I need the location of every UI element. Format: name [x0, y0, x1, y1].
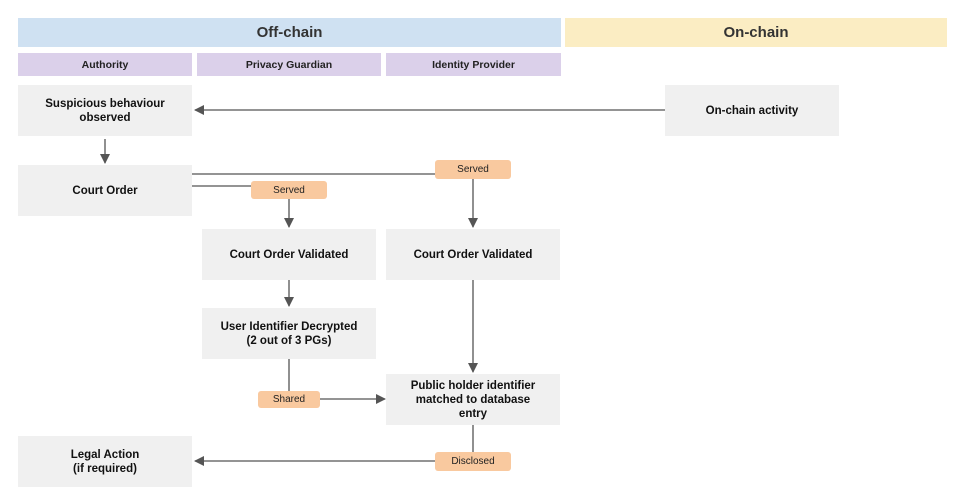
node-pg-court-order-validated: Court Order Validated [202, 229, 376, 280]
role-identity-provider: Identity Provider [386, 53, 561, 76]
tag-disclosed: Disclosed [435, 452, 511, 471]
offchain-lane-header: Off-chain [18, 18, 561, 47]
role-privacy-guardian: Privacy Guardian [197, 53, 381, 76]
node-idp-court-order-validated: Court Order Validated [386, 229, 560, 280]
node-public-holder-identifier: Public holder identifier matched to data… [386, 374, 560, 425]
onchain-lane-header: On-chain [565, 18, 947, 47]
node-suspicious-behaviour: Suspicious behaviour observed [18, 85, 192, 136]
tag-served-privacy-guardian: Served [251, 181, 327, 199]
role-authority: Authority [18, 53, 192, 76]
node-onchain-activity: On-chain activity [665, 85, 839, 136]
node-user-identifier-decrypted: User Identifier Decrypted (2 out of 3 PG… [202, 308, 376, 359]
node-court-order: Court Order [18, 165, 192, 216]
tag-shared: Shared [258, 391, 320, 408]
node-legal-action: Legal Action (if required) [18, 436, 192, 487]
tag-served-identity-provider: Served [435, 160, 511, 179]
